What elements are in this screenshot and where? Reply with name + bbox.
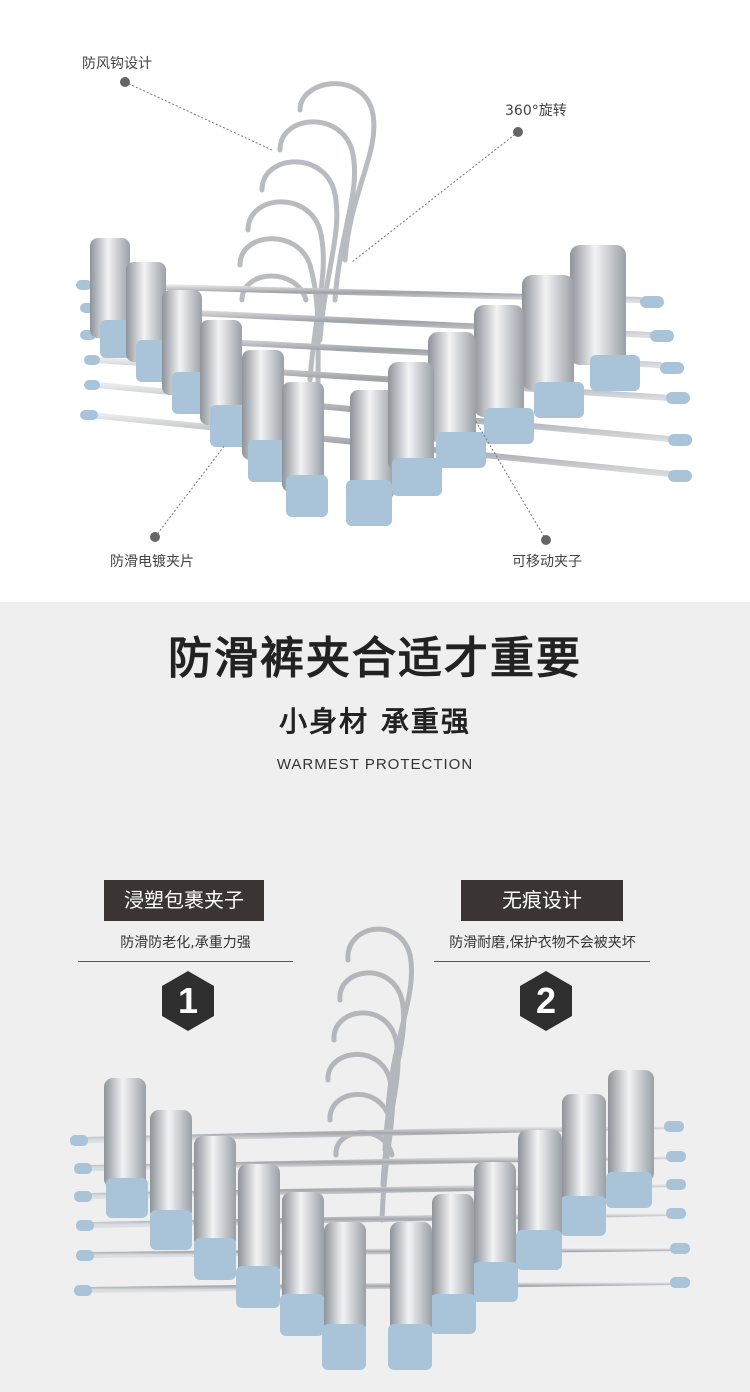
hexagon-icon — [162, 971, 214, 1031]
hanger-illustration-bottom — [70, 926, 690, 1370]
callout-rotation: 360°旋转 — [505, 103, 567, 119]
product-diagram-section: 防风钩设计 360°旋转 防滑电镀夹片 可移动夹子 — [0, 0, 750, 602]
feature-2-number-badge: 2 — [518, 969, 574, 1033]
english-tagline: WARMEST PROTECTION — [276, 756, 474, 773]
page-subheadline: 小身材 承重强 — [279, 705, 471, 738]
features-section — [0, 602, 750, 1392]
feature-2-divider — [434, 961, 650, 962]
feature-1-number: 1 — [177, 980, 199, 1021]
callout-clip: 防滑电镀夹片 — [110, 554, 194, 570]
callout-hook-design: 防风钩设计 — [82, 56, 152, 72]
feature-2-number: 2 — [535, 980, 557, 1021]
feature-1-description: 防滑防老化,承重力强 — [120, 935, 251, 951]
feature-1-divider — [78, 961, 293, 962]
callout-movable-clip: 可移动夹子 — [512, 554, 582, 570]
hexagon-icon — [520, 971, 572, 1031]
page-headline: 防滑裤夹合适才重要 — [168, 633, 582, 684]
feature-1-tag: 浸塑包裹夹子 — [104, 880, 264, 921]
feature-1-number-badge: 1 — [160, 969, 216, 1033]
hanger-illustration-top — [76, 77, 692, 545]
feature-2-tag: 无痕设计 — [461, 880, 623, 921]
feature-2-description: 防滑耐磨,保护衣物不会被夹坏 — [449, 935, 636, 951]
